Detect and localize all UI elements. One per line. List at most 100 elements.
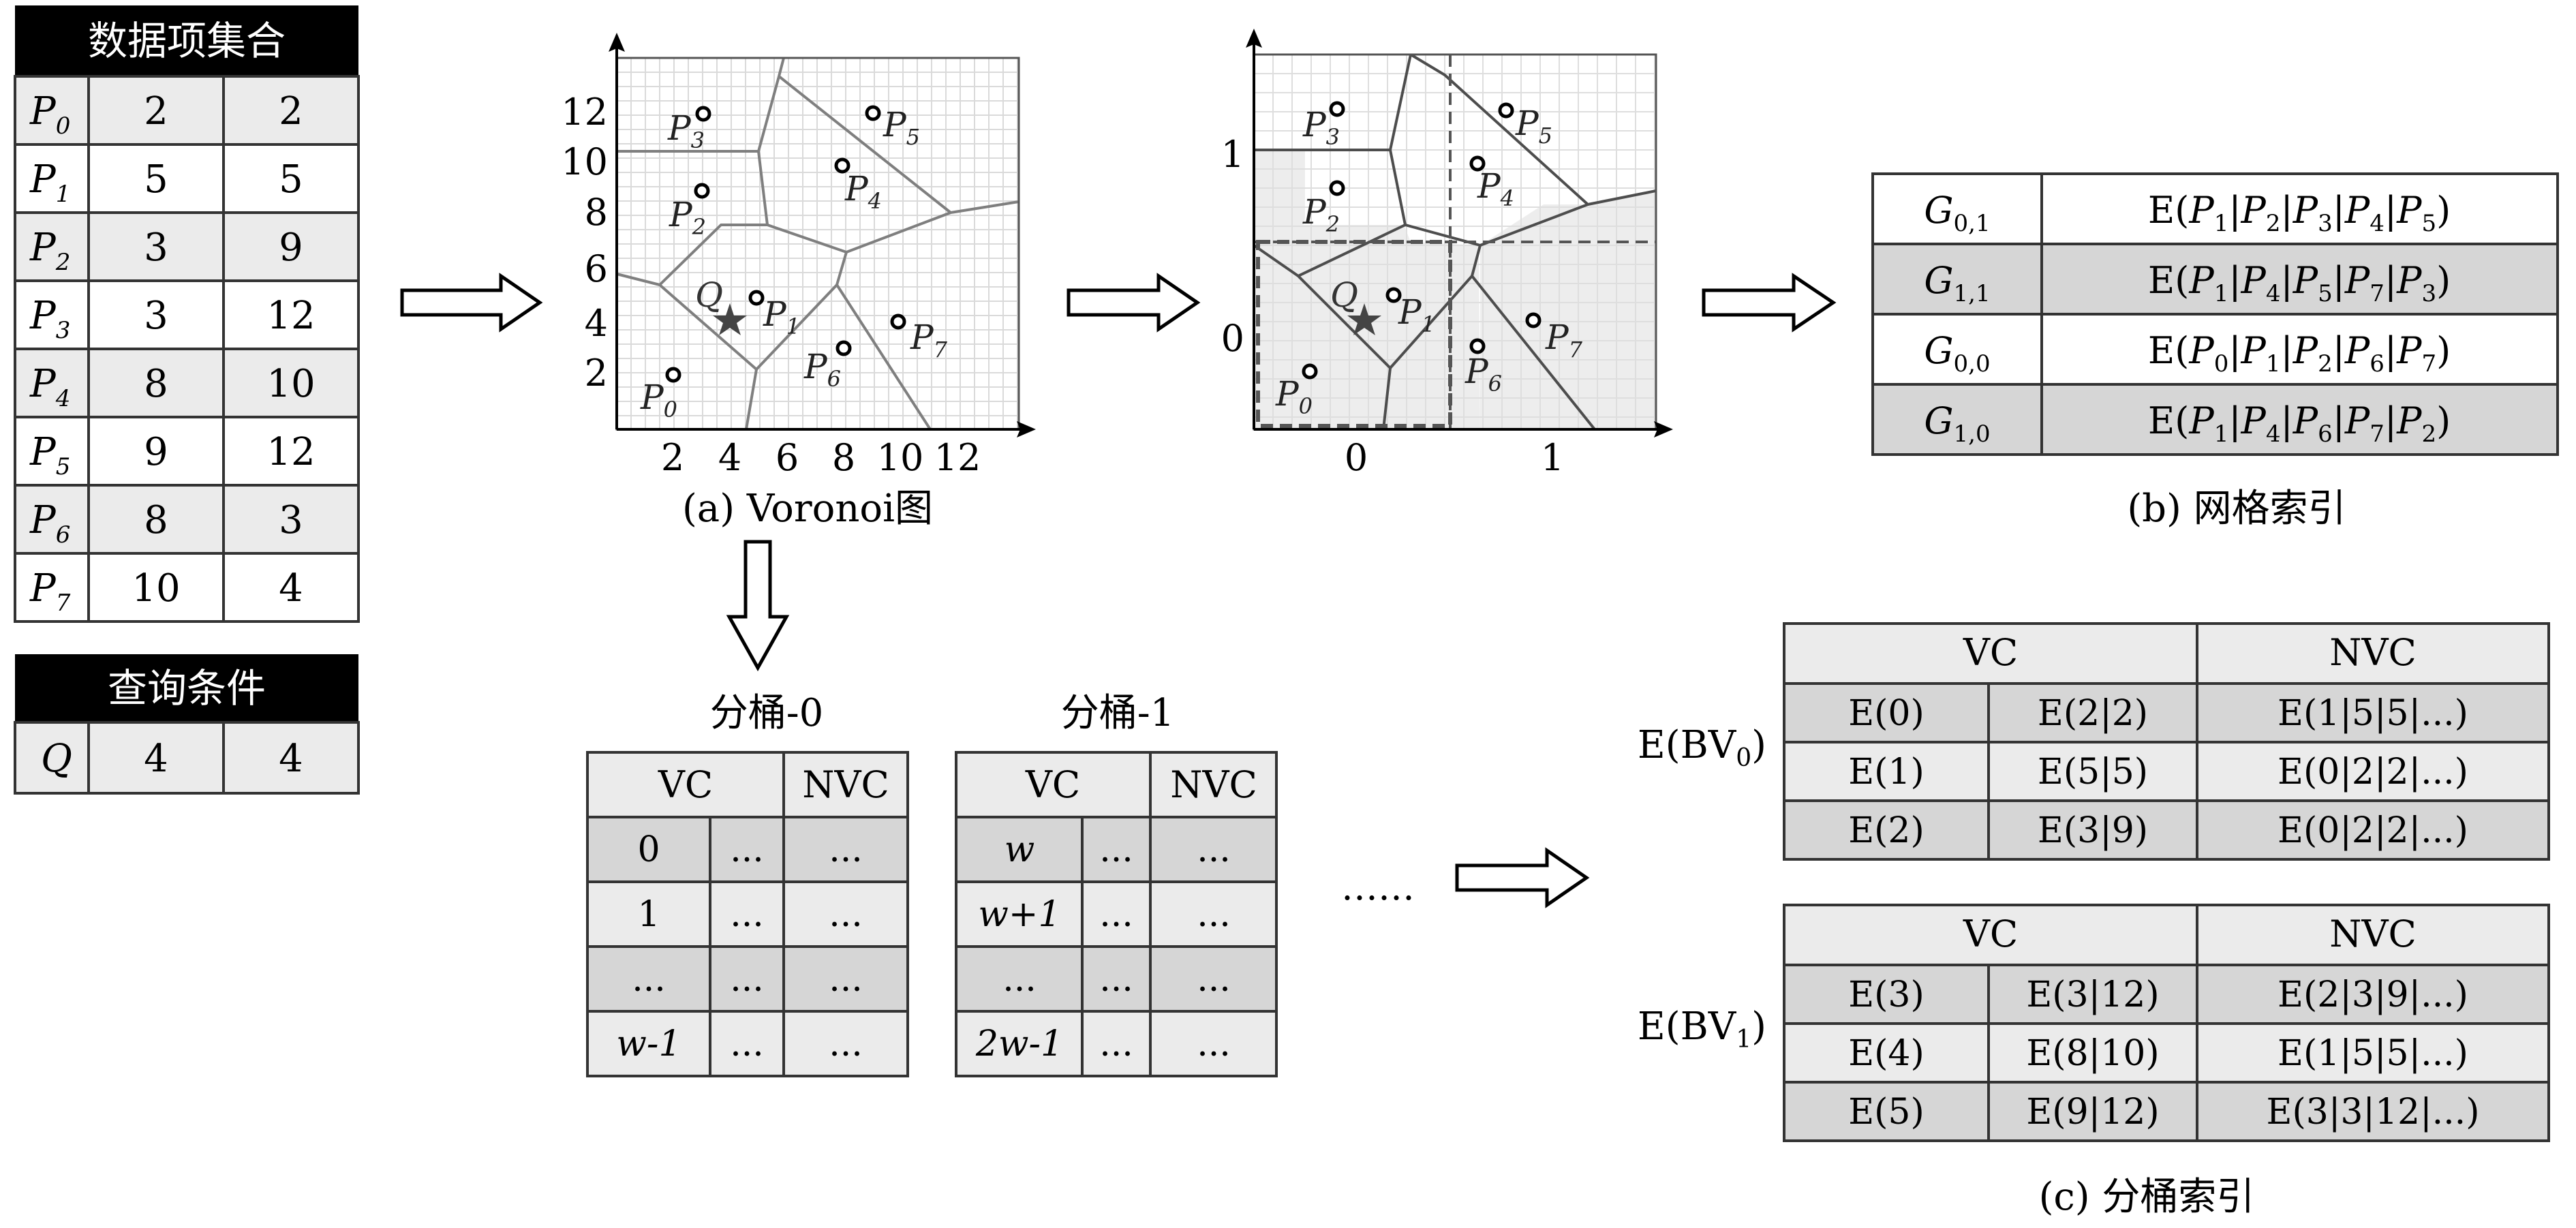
table-row: ... ... ... [586,945,909,1013]
table-row: P5 9 12 [14,416,360,487]
y-tick-label: 4 [585,302,608,345]
point-label: P7 [910,318,948,363]
query-title-bar [15,654,358,722]
table-row: G0,1 E(P1|P2|P3|P4|P5) [1871,172,2559,245]
grid-cell-points: E(P1|P2|P3|P4|P5) [2148,189,2451,237]
data-point [1469,155,1486,172]
query-label: Q [1330,275,1358,315]
point-label: P6 [1465,352,1502,397]
data-point [1385,287,1402,303]
x-axis-arrow-icon [1017,421,1036,438]
arrow-right-icon [1455,847,1590,908]
point-x: 3 [144,226,168,270]
point-label: P3 [1302,105,1340,150]
index-cell: E(3|3|12|...) [2266,1092,2479,1133]
y-tick-label: 6 [585,247,608,290]
data-point [834,157,850,174]
bucket-header-nvc: NVC [802,763,889,806]
grid-cell-id: G1,1 [1924,259,1990,307]
point-label: P1 [1398,292,1435,337]
grid-plot: 0 1 0 1 Q P0 P1 P2 P3 P4 P5 P6 P7 [1221,29,1673,479]
point-name: P6 [29,498,70,549]
x-tick-label: 8 [832,436,855,479]
grid-cell-points: E(P1|P4|P6|P7|P2) [2148,399,2451,448]
x-tick-label: 6 [776,436,799,479]
point-y: 9 [279,226,303,270]
voronoi-edges [617,58,1019,429]
point-x: 8 [144,498,168,542]
bucket-title: 分桶-1 [1061,691,1175,735]
bucket-cell: ... [829,894,863,935]
point-label: P7 [1545,318,1583,363]
bucket-cell: w+1 [978,894,1060,935]
table-row: E(4) E(8|10) E(1|5|5|...) [1783,1022,2550,1084]
bucket-cell: ... [730,829,764,870]
bucket-header-vc: VC [1025,763,1080,806]
y-tick-label: 8 [585,191,608,234]
header-vc: VC [1963,912,2018,955]
grid-cell-points: E(P1|P4|P5|P7|P3) [2148,259,2451,307]
data-point [665,367,681,383]
index-cell: E(0|2|2|...) [2278,810,2468,851]
ellipsis: …… [1341,865,1415,908]
table-row: w ... ... [955,816,1278,883]
data-point [1302,363,1318,380]
voronoi-plot: 2 4 6 8 10 12 2 4 6 8 10 12 Q P0 [561,33,1036,531]
index-cell: E(8|10) [2026,1033,2159,1074]
query-x: 4 [144,737,168,781]
table-row: 0 ... ... [586,816,909,883]
query-title: 查询条件 [108,665,266,711]
data-point [1469,338,1486,354]
bucket-cell: ... [1197,829,1231,870]
index-cell: E(5|5) [2038,752,2148,793]
point-name: P4 [29,362,70,412]
bucket-cell: ... [1197,894,1231,935]
table-row: ... ... ... [955,945,1278,1013]
table-row: G0,0 E(P0|P1|P2|P6|P7) [1871,313,2559,386]
point-y: 12 [266,294,315,338]
point-name: P5 [29,430,70,480]
point-label: P4 [844,169,882,214]
query-name: Q [41,737,72,781]
dataset-rows: P0 2 2 P1 5 5 P2 3 9 [14,75,360,623]
grid-cell-points: E(P0|P1|P2|P6|P7) [2148,329,2451,378]
data-point [1525,312,1542,328]
point-labels: P0 P1 P2 P3 P4 P5 P6 P7 [640,105,948,423]
data-point [865,105,881,121]
table-row: P7 10 4 [14,552,360,623]
data-point [1329,101,1345,117]
index-cell: E(1|5|5|...) [2278,1033,2468,1074]
index-cell: E(0) [1848,693,1925,734]
query-star-icon [1347,303,1381,335]
table-row: E(0) E(2|2) E(1|5|5|...) [1783,682,2550,743]
voronoi-points [665,105,906,383]
table-row: E(3) E(3|12) E(2|3|9|...) [1783,964,2550,1025]
point-label: P5 [1515,104,1552,149]
grid-dashed-lines [1254,55,1656,429]
index-cell: E(3|9) [2038,810,2148,851]
dataset-title: 数据项集合 [88,18,286,64]
query-star-icon [713,303,747,335]
bucket-cell: ... [829,959,863,1000]
grid-index-table: G0,1 E(P1|P2|P3|P4|P5) G1,1 E(P1|P4|P5|P… [1871,172,2559,531]
table-row: w-1 ... ... [586,1010,909,1077]
bucket-cell: ... [730,1024,764,1064]
point-label: P0 [640,378,677,423]
data-point [694,183,710,199]
point-x: 5 [144,157,168,202]
x-tick-label: 1 [1541,436,1564,479]
point-y: 3 [279,498,303,542]
table-row: 1 ... ... [586,880,909,948]
grid-cell-id: G1,0 [1924,399,1990,448]
dataset-table: 数据项集合 P0 2 2 P1 5 5 P2 [14,5,360,623]
bucket-cell: ... [1197,1024,1231,1064]
table-row: E(2) E(3|9) E(0|2|2|...) [1783,799,2550,861]
point-y: 4 [279,566,303,611]
y-tick-label: 1 [1221,133,1244,176]
bucket-cell: 1 [637,894,660,935]
index-cell: E(1) [1848,752,1925,793]
header-nvc: NVC [2329,631,2417,674]
bucket-1-table: 分桶-1 VC NVC w ... ... w+1 ... ... ... ..… [955,691,1278,1077]
bucket-vector-label: E(BV0) [1638,723,1766,772]
